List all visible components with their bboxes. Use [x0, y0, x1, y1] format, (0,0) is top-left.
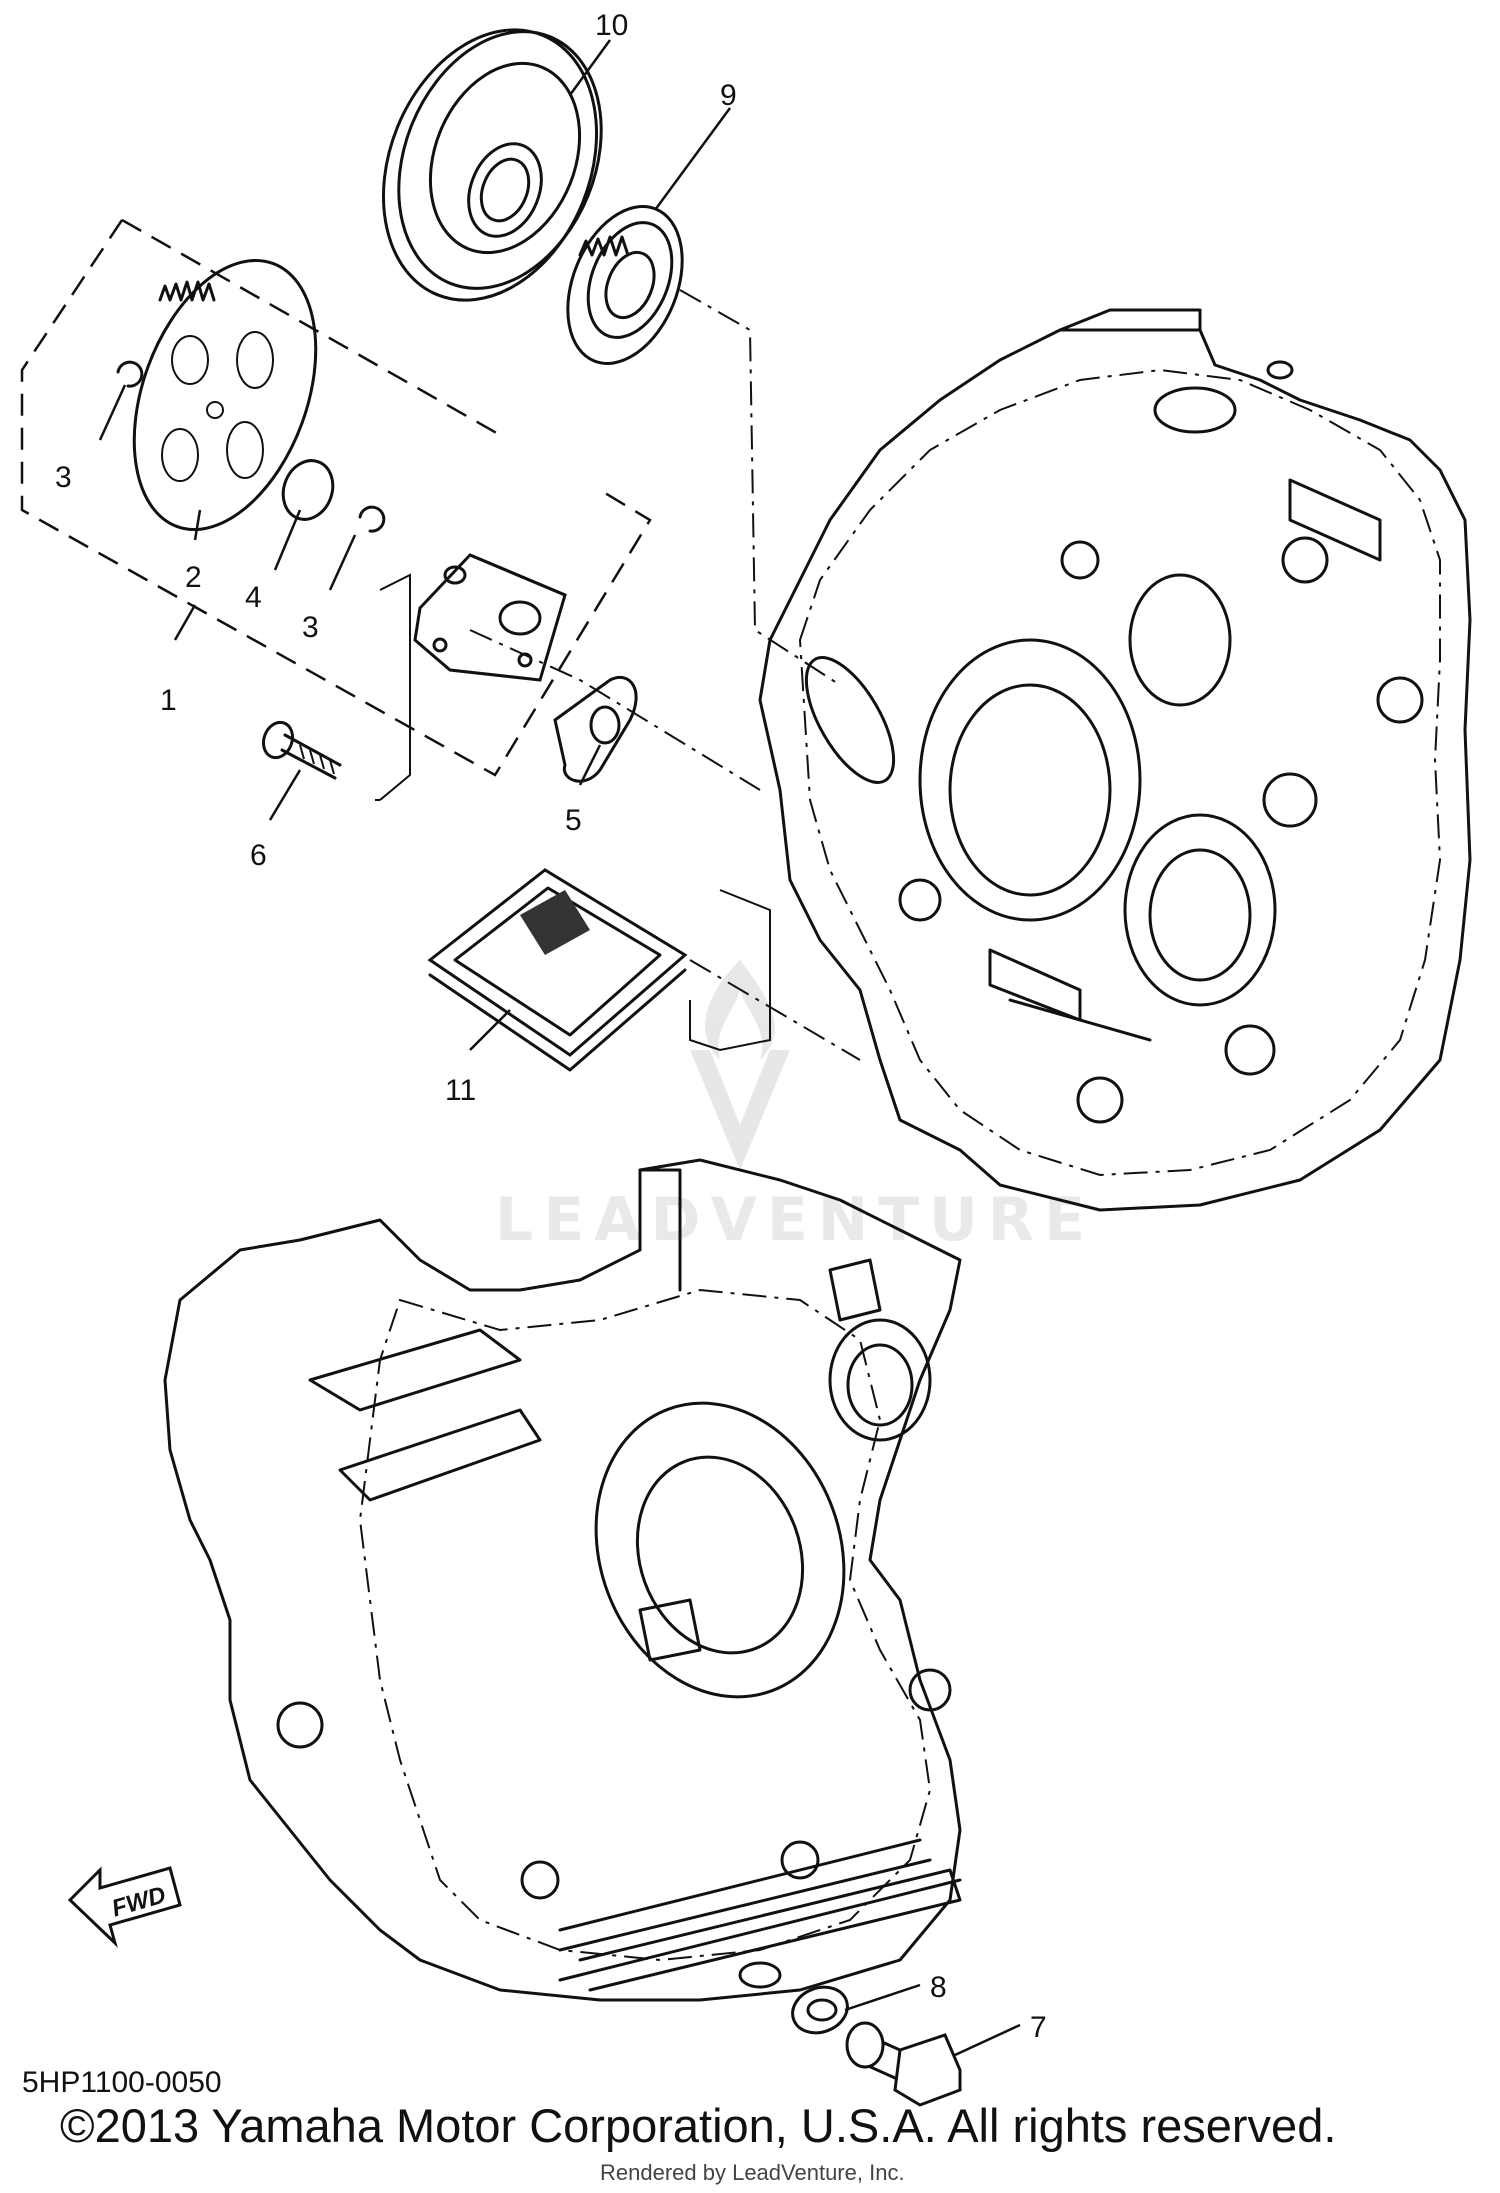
part-2-pump-gear [132, 258, 318, 532]
leader-8 [844, 1983, 921, 2012]
part-3-clip-b [358, 505, 386, 533]
leader-3a [98, 384, 127, 441]
part-5-gasket [553, 676, 638, 783]
part-10-gear [566, 205, 684, 365]
leader-2 [193, 509, 202, 541]
callout-4: 4 [245, 581, 262, 614]
part-4-washer [281, 459, 335, 521]
crankcase-left [163, 1158, 962, 2002]
leader-9 [469, 1009, 511, 1051]
part-3-clip-a [116, 360, 144, 388]
diagram-code: 5HP1100-0050 [22, 2066, 222, 2099]
callout-3b: 3 [302, 611, 319, 644]
callout-6: 6 [250, 839, 267, 872]
callout-2: 2 [185, 561, 202, 594]
leader-3b [328, 534, 357, 591]
callout-9: 11 [445, 1074, 476, 1107]
callout-7: 7 [1030, 2011, 1047, 2044]
leader-1 [173, 604, 197, 641]
leader-5 [578, 744, 602, 786]
part-7-drain-bolt [845, 2021, 962, 2107]
callout-10: 9 [720, 79, 737, 112]
callout-3a: 3 [55, 461, 72, 494]
copyright-notice: ©2013 Yamaha Motor Corporation, U.S.A. A… [60, 2099, 1337, 2152]
leader-11 [568, 39, 612, 96]
watermark-text: LEADVENTURE [495, 1185, 1095, 1255]
leader-10 [653, 107, 732, 211]
leader-6 [268, 769, 302, 821]
callout-11: 10 [595, 9, 628, 42]
guide-line-9 [689, 959, 861, 1061]
callout-5: 5 [565, 804, 582, 837]
part-11-seal [381, 28, 603, 302]
part-8-washer [791, 1985, 849, 2035]
assembly-box-1 [20, 219, 652, 777]
guide-line-5 [469, 629, 761, 791]
callout-1: 1 [160, 684, 177, 717]
rendered-by-credit: Rendered by LeadVenture, Inc. [600, 2160, 905, 2185]
part-9-strainer [427, 868, 688, 1072]
guide-line-10 [679, 289, 841, 686]
crankcase-right [758, 308, 1472, 1212]
callout-8: 8 [930, 1971, 947, 2004]
part-1-pump-body [413, 553, 567, 682]
fwd-arrow-icon: FWD [67, 1866, 182, 1948]
leadventure-watermark: LEADVENTURE [495, 960, 1095, 1255]
leader-4 [273, 509, 302, 571]
part-6-bolt [261, 720, 342, 780]
leader-7 [954, 2023, 1021, 2057]
